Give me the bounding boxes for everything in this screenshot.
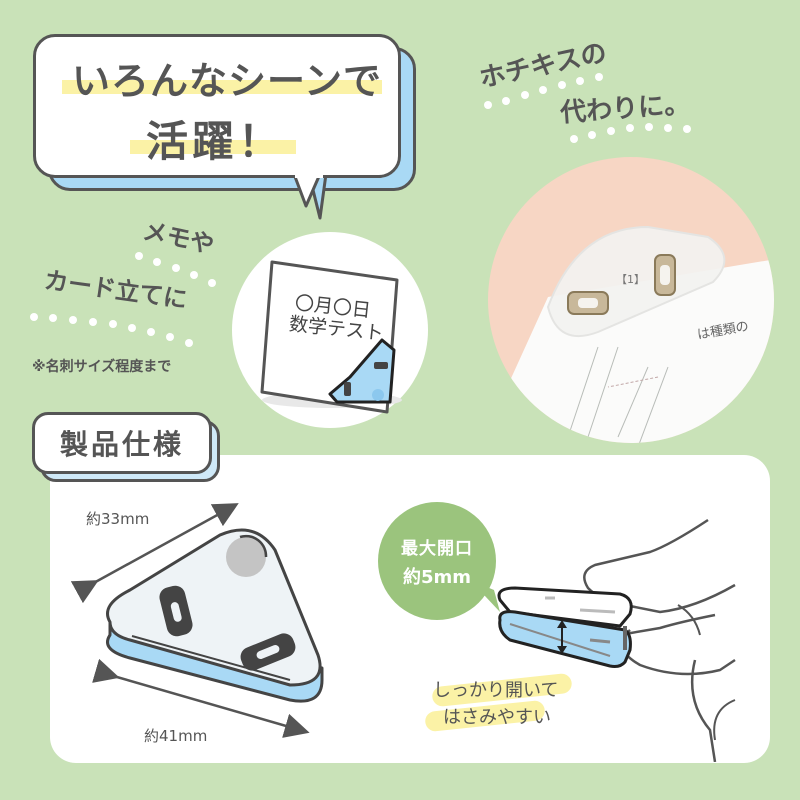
memo-card-illustration — [260, 260, 402, 414]
bubble-tail-cover — [295, 170, 323, 178]
memo-caption-line-2: カード立てに — [42, 266, 189, 314]
length-arrow-icon — [92, 658, 310, 738]
size-note: ※名刺サイズ程度まで — [32, 359, 172, 375]
headline-highlight-2 — [130, 140, 296, 154]
up-arrow-icon — [557, 620, 567, 628]
length-dimension: 約41mm — [144, 727, 208, 745]
memo-caption-line-1: メモや — [140, 216, 217, 260]
max-opening-label: 最大開口 — [401, 538, 473, 559]
headline-line-2: 活躍！ — [145, 117, 284, 166]
max-opening-bubble: 最大開口 約5mm — [378, 502, 496, 620]
spec-tab: 製品仕様 — [32, 412, 212, 474]
clip-on-paper-illustration: 【1】 は種類の — [498, 225, 774, 443]
down-arrow-icon — [557, 646, 567, 654]
hand-pinching-clip-illustration — [497, 518, 736, 762]
easy-caption-line-2: はさみやすい — [443, 707, 551, 728]
photo-bracket-text: 【1】 — [616, 273, 645, 286]
stapler-caption-line-2: 代わりに。 — [559, 89, 692, 129]
easy-caption-line-1: しっかり開いて — [433, 680, 559, 701]
width-dimension: 約33mm — [86, 510, 150, 528]
width-arrow-icon — [70, 503, 239, 604]
headline-line-1: いろんなシーンで — [71, 59, 383, 103]
stapler-photo: 【1】 は種類の — [488, 157, 774, 443]
max-opening-value: 約5mm — [402, 566, 472, 588]
headline-highlight-1 — [62, 80, 382, 94]
spec-title: 製品仕様 — [59, 428, 184, 461]
headline-bubble — [33, 34, 401, 178]
clip-dimension-diagram — [70, 503, 324, 738]
